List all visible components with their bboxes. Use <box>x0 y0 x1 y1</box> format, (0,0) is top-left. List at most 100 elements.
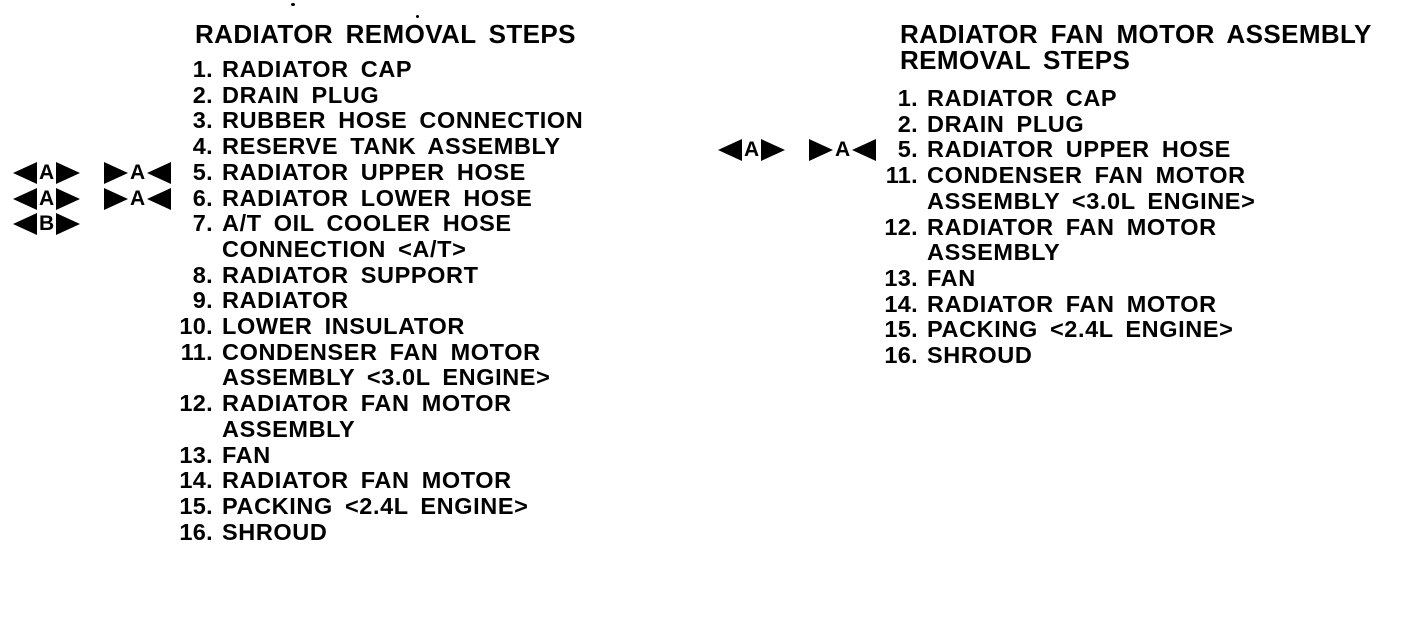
step-item-continuation-row: ASSEMBLY <3.0L ENGINE> <box>13 365 703 391</box>
left-pointing-triangle-icon <box>13 187 37 210</box>
step-number: 11. <box>180 338 213 365</box>
step-item-row: 15. PACKING <2.4L ENGINE> <box>13 492 703 520</box>
step-text: DRAIN PLUG <box>222 81 380 108</box>
step-text: RADIATOR CAP <box>927 85 1118 111</box>
step-number: 13. <box>179 441 213 468</box>
step-number: 8. <box>192 261 213 288</box>
step-text: RADIATOR FAN MOTOR <box>927 213 1217 240</box>
scan-artifact-dot <box>291 3 295 6</box>
step-text: ASSEMBLY <3.0L ENGINE> <box>222 364 551 391</box>
marker-letter: A <box>39 160 55 184</box>
step-item-row: 9. RADIATOR <box>13 288 703 314</box>
step-text: DRAIN PLUG <box>927 110 1085 137</box>
step-item-row: 10.LOWER INSULATOR <box>13 314 703 340</box>
step-number: 11. <box>885 162 918 189</box>
step-item-row: 14. RADIATOR FAN MOTOR <box>718 290 1408 318</box>
step-text: RADIATOR UPPER HOSE <box>927 136 1231 163</box>
removal-marker-inward: A <box>809 138 877 162</box>
removal-marker-outward: A <box>13 160 81 185</box>
step-number: 2. <box>192 81 213 108</box>
step-text: ASSEMBLY <box>222 415 356 442</box>
step-item-row: 3. RUBBER HOSE CONNECTION <box>13 108 703 134</box>
step-text: PACKING <2.4L ENGINE> <box>222 492 529 519</box>
step-number: 12. <box>179 390 213 417</box>
step-item-row: 2. DRAIN PLUG <box>13 81 703 109</box>
step-item-row: 1. RADIATOR CAP <box>718 86 1408 112</box>
step-item-row: A A 5. RADIATOR UPPER HOSE <box>718 137 1408 163</box>
step-text: RADIATOR SUPPORT <box>222 261 479 288</box>
right-pointing-triangle-icon <box>56 213 81 236</box>
step-number: 5. <box>192 158 213 185</box>
step-item-row: 8. RADIATOR SUPPORT <box>13 261 703 289</box>
removal-marker-outward: B <box>13 212 81 236</box>
step-text: CONDENSER FAN MOTOR <box>927 162 1246 189</box>
marker-letter: A <box>744 138 760 162</box>
step-item-row: 12. RADIATOR FAN MOTOR <box>13 391 703 417</box>
step-number: 15. <box>884 316 918 343</box>
step-number: 9. <box>192 287 213 314</box>
step-text: ASSEMBLY <box>927 239 1061 266</box>
step-number: 14. <box>884 290 918 317</box>
step-text: RADIATOR CAP <box>222 56 413 82</box>
step-number: 5. <box>897 136 918 163</box>
step-item-row: 1. RADIATOR CAP <box>13 57 703 83</box>
left-pointing-triangle-icon <box>852 139 877 162</box>
step-text: RADIATOR FAN MOTOR <box>927 290 1217 317</box>
step-item-row: 16.SHROUD <box>718 343 1408 369</box>
section-title-line: RADIATOR FAN MOTOR ASSEMBLY <box>900 19 1372 49</box>
step-number: 16. <box>179 518 213 545</box>
scan-artifact-dot <box>416 15 419 18</box>
step-item-row: A A 5. RADIATOR UPPER HOSE <box>13 158 703 186</box>
left-pointing-triangle-icon <box>718 139 742 162</box>
step-number: 3. <box>192 107 213 134</box>
right-pointing-triangle-icon <box>104 187 128 210</box>
step-number: 1. <box>897 85 918 111</box>
step-text: RADIATOR <box>222 287 349 314</box>
step-text: CONNECTION <A/T> <box>222 235 467 262</box>
step-item-row: 12. RADIATOR FAN MOTOR <box>718 213 1408 241</box>
step-text: PACKING <2.4L ENGINE> <box>927 316 1234 343</box>
step-number: 4. <box>192 133 213 160</box>
step-text: CONDENSER FAN MOTOR <box>222 338 541 365</box>
step-text: RADIATOR LOWER HOSE <box>222 184 533 211</box>
step-number: 15. <box>179 492 213 519</box>
step-item-continuation-row: ASSEMBLY <box>13 415 703 443</box>
marker-letter: A <box>130 186 146 210</box>
step-number: 16. <box>884 342 918 368</box>
step-item-row: A A 6. RADIATOR LOWER HOSE <box>13 184 703 212</box>
step-text: A/T OIL COOLER HOSE <box>222 210 512 237</box>
step-number: 7. <box>192 210 213 237</box>
step-text: FAN <box>927 264 976 291</box>
step-text: LOWER INSULATOR <box>222 313 465 339</box>
step-item-row: 16. SHROUD <box>13 518 703 546</box>
right-pointing-triangle-icon <box>56 187 81 210</box>
marker-letter: A <box>130 160 146 184</box>
section-title: RADIATOR REMOVAL STEPS <box>195 21 576 47</box>
step-number: 13. <box>884 264 918 291</box>
step-item-row: 13. FAN <box>718 264 1408 292</box>
right-pointing-triangle-icon <box>104 161 128 184</box>
right-pointing-triangle-icon <box>56 161 81 184</box>
step-item-row: 2.DRAIN PLUG <box>718 110 1408 138</box>
step-number: 14. <box>179 467 213 494</box>
step-item-row: 15. PACKING <2.4L ENGINE> <box>718 317 1408 343</box>
left-pointing-triangle-icon <box>13 213 37 236</box>
step-text: RADIATOR UPPER HOSE <box>222 158 526 185</box>
marker-letter: B <box>39 212 55 236</box>
marker-letter: A <box>39 186 55 210</box>
step-number: 6. <box>192 184 213 211</box>
step-item-row: 13. FAN <box>13 441 703 469</box>
step-number: 12. <box>884 213 918 240</box>
step-item-row: B 7. A/T OIL COOLER HOSE <box>13 211 703 237</box>
step-text: RADIATOR FAN MOTOR <box>222 390 512 417</box>
step-text: SHROUD <box>222 518 328 545</box>
step-text: FAN <box>222 441 271 468</box>
step-text: RUBBER HOSE CONNECTION <box>222 107 584 134</box>
step-number: 1. <box>192 56 213 82</box>
step-item-row: 4.RESERVE TANK ASSEMBLY <box>13 134 703 160</box>
left-pointing-triangle-icon <box>147 187 172 210</box>
section-title-line: RADIATOR REMOVAL STEPS <box>195 19 576 49</box>
step-item-row: 14.RADIATOR FAN MOTOR <box>13 468 703 494</box>
